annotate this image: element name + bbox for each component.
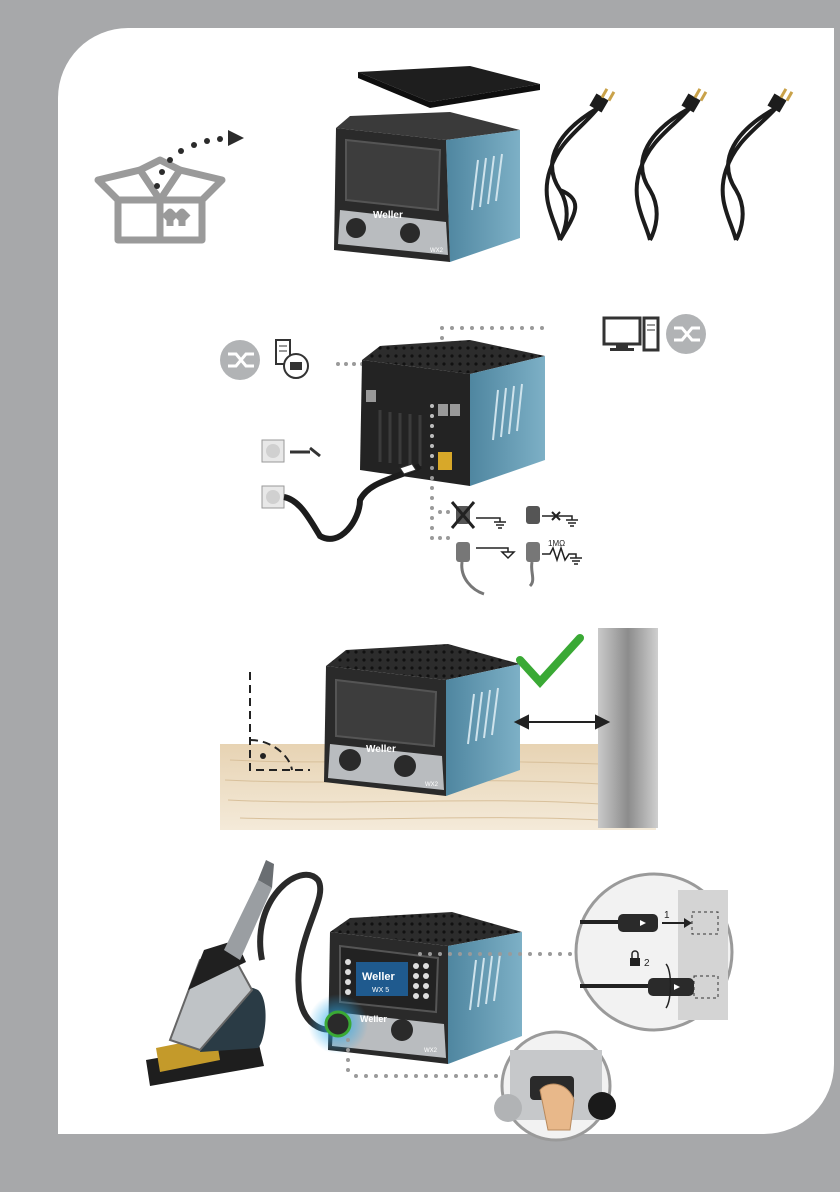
step1-label: 1: [664, 910, 670, 921]
grounding-option-direct: [456, 542, 514, 594]
iron-socket: [326, 1012, 350, 1036]
monitor-icon: [604, 318, 640, 351]
plug-cord: [290, 448, 320, 456]
grounding-option-open: [526, 506, 578, 526]
wall-outlet-icon: [262, 440, 284, 508]
brand-label: Weller: [366, 744, 396, 755]
iron-stand: [146, 940, 266, 1086]
checkmark-icon: [520, 638, 580, 682]
power-cord-icon: [547, 108, 598, 240]
resistor-label: 1MΩ: [548, 539, 565, 548]
power-switch-zoom: [494, 1032, 616, 1140]
grounding-option-none: [452, 502, 506, 528]
switch-on-indicator: [588, 1092, 616, 1120]
iron-connection-section: Weller WX 5 Weller WX2: [146, 860, 732, 1140]
power-cord-icon: [637, 108, 690, 240]
filter-lid: [358, 66, 540, 108]
station-rear-view: [360, 340, 545, 486]
grounding-option-resistor: 1MΩ: [526, 539, 582, 586]
switch-off-indicator: [494, 1094, 522, 1122]
station-unboxed: Weller WX2: [334, 112, 520, 262]
placement-section: Weller WX2: [220, 628, 658, 830]
usb-icon: [666, 314, 706, 354]
screen-logo-label: Weller: [362, 971, 396, 983]
main-cable: [284, 466, 420, 539]
power-cord-icon: [723, 108, 776, 240]
clearance-arrow: [516, 716, 608, 728]
station-operating: Weller WX 5 Weller WX2: [308, 912, 522, 1064]
usb-icon: [220, 340, 260, 380]
step2-label: 2: [644, 958, 650, 969]
connector-detail-zoom: 1 2: [576, 874, 732, 1030]
lock-icon: [630, 958, 640, 966]
unboxing-section: Weller WX2: [98, 66, 793, 262]
wall: [598, 628, 658, 828]
brand-label: Weller: [360, 1014, 387, 1024]
network-port-icon: [276, 340, 308, 378]
dotted-arrow: [154, 130, 244, 189]
connections-section: 1MΩ: [220, 314, 706, 594]
station-placed: Weller WX2: [324, 644, 520, 796]
brand-label: Weller: [373, 210, 403, 221]
model-label: WX2: [424, 1048, 438, 1054]
screen-model-label: WX 5: [372, 987, 389, 994]
pc-tower-icon: [644, 318, 658, 350]
model-label: WX2: [430, 248, 444, 254]
model-label: WX2: [425, 782, 439, 788]
